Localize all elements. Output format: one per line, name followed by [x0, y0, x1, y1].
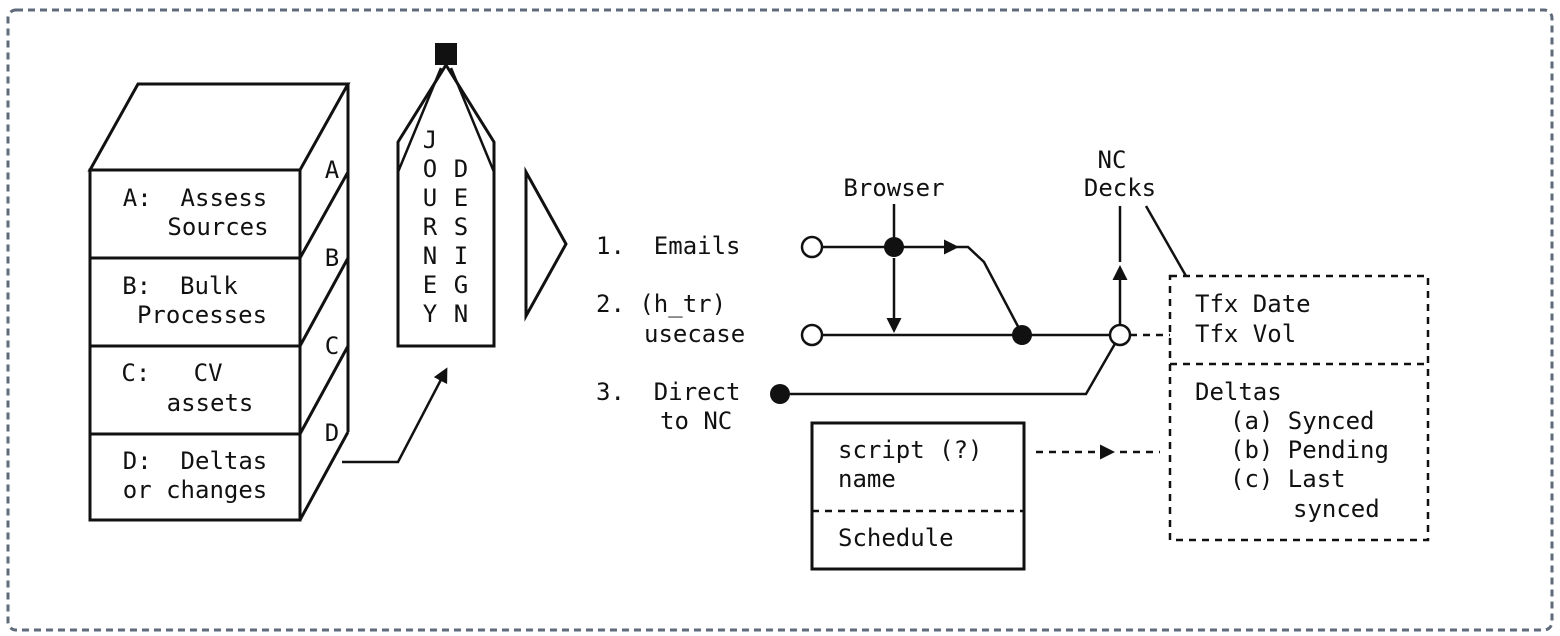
source-3-line1: 3. Direct: [596, 378, 741, 406]
flow-triangle: [524, 166, 568, 322]
stack-bottom-right-edge: [298, 431, 350, 521]
layer-d-box: [88, 432, 302, 522]
script-name-line2: name: [838, 465, 896, 493]
layer-c-line2: assets: [167, 389, 254, 417]
tfx-box-outline: [1168, 274, 1430, 542]
tfx-box: Tfx Date Tfx Vol Deltas (a) Synced (b) P…: [1168, 274, 1430, 542]
layer-d-line1: D: Deltas: [123, 447, 268, 475]
browser-label: Browser: [843, 174, 944, 202]
layer-c-letter: C: [325, 332, 339, 360]
tfx-date: Tfx Date: [1195, 290, 1311, 318]
layer-a-line2: Sources: [167, 213, 268, 241]
layer-b-line1: B: Bulk: [122, 272, 238, 300]
journey-letter: R: [423, 213, 438, 241]
stack-side-divider-c: [298, 345, 350, 435]
source-2-line2: usecase: [644, 320, 745, 348]
design-letter: E: [454, 184, 468, 212]
deltas-item-c-cont: synced: [1293, 495, 1380, 523]
journey-letter: O: [423, 155, 437, 183]
deltas-item-c: (c) Last: [1230, 465, 1346, 493]
journey-letter: Y: [423, 300, 438, 328]
layer-a-line1: A: Assess: [123, 184, 268, 212]
tfx-vol: Tfx Vol: [1195, 320, 1296, 348]
pencil-tip-square: [435, 43, 457, 65]
script-box-outline: [810, 421, 1026, 571]
layer-b-line2: Processes: [137, 301, 267, 329]
design-letter: S: [454, 213, 468, 241]
design-letter: D: [454, 155, 468, 183]
pencil-inner-left-line: [396, 67, 443, 173]
source-2-line1: 2. (h_tr): [596, 290, 726, 318]
layer-d-line2: or changes: [123, 476, 268, 504]
pencil-inner-right-line: [449, 67, 496, 173]
node-emails-merge: [1012, 325, 1032, 345]
line-direct-to-nc: [790, 334, 1122, 396]
design-letter: I: [454, 242, 468, 270]
node-direct-start: [770, 384, 790, 404]
nc-label: NC: [1098, 146, 1127, 174]
deltas-item-a: (a) Synced: [1230, 407, 1375, 435]
design-letter: N: [454, 300, 468, 328]
layer-a-letter: A: [325, 156, 340, 184]
node-emails-start: [800, 235, 824, 259]
node-nc-merge: [1108, 323, 1132, 347]
journey-letter: N: [423, 242, 437, 270]
design-letter: G: [454, 271, 468, 299]
layer-stack: A: Assess Sources B: Bulk Processes C: C…: [87, 82, 351, 522]
script-box: script (?) name Schedule: [810, 421, 1026, 571]
nc-decks-to-tfx-connector: [1144, 205, 1188, 277]
stack-to-journey-arrow: [342, 367, 448, 464]
node-usecase-start: [800, 323, 824, 347]
journey-letter: J: [423, 126, 437, 154]
journey-letter: E: [423, 271, 437, 299]
script-schedule: Schedule: [838, 524, 954, 552]
line-emails-to-merge: [950, 245, 1024, 335]
deltas-title: Deltas: [1195, 378, 1282, 406]
outer-frame: [6, 8, 1554, 632]
journey-letter: U: [423, 184, 437, 212]
layer-c-line1: C: CV: [121, 359, 222, 387]
deltas-item-b: (b) Pending: [1230, 436, 1389, 464]
node-browser-junction: [884, 237, 904, 257]
pencil-outline: [396, 62, 496, 348]
layer-b-letter: B: [325, 244, 339, 272]
layer-d-letter: D: [325, 419, 339, 447]
source-3-line2: to NC: [660, 407, 732, 435]
stack-side-divider-a: [298, 171, 350, 259]
stack-top-face: [87, 82, 351, 172]
stack-side-divider-b: [298, 257, 350, 347]
source-1-label: 1. Emails: [596, 232, 741, 260]
nc-decks-label: Decks: [1084, 174, 1156, 202]
script-name-line1: script (?): [838, 436, 983, 464]
